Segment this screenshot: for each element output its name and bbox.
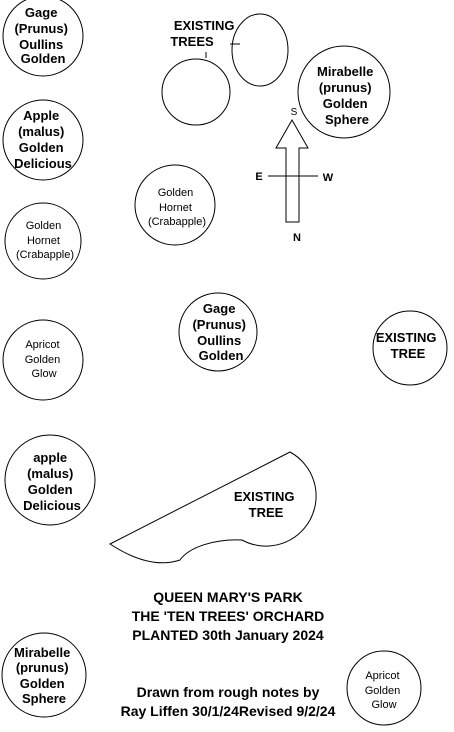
tree-hornet-left: Golden Hornet (Crabapple) [4,202,82,280]
existing-tree-outline [372,310,448,386]
compass-west-label: W [323,172,334,184]
label-line: Golden [19,140,64,155]
existing-tree-outline [231,13,289,87]
label-line: Gage [25,5,58,20]
label-line: Oullins [19,37,63,52]
tree-label: Apricot Golden Glow [25,339,64,380]
tree-label: apple (malus) Golden Delicious [23,450,81,513]
tree-apricot-left: Apricot Golden Glow [2,319,84,401]
label-line: TREES [170,34,214,49]
label-line: Apricot [365,670,399,682]
label-line: Golden [158,187,193,199]
plan-credit: Drawn from rough notes by Ray Liffen 30/… [121,684,336,719]
tree-apple-left: Apple (malus) Golden Delicious [2,99,84,181]
tree-label: Mirabelle (prunus) Golden Sphere [317,64,377,127]
label-line: (Crabapple) [148,216,206,228]
label-line: Golden [21,51,66,66]
existing-tree-right: EXISTING TREE [372,310,448,386]
tree-gage-top-left: Gage (Prunus) Oullins Golden [2,0,84,77]
tree-apple-lower-left: apple (malus) Golden Delicious [4,434,96,526]
label-line: Golden [25,354,60,366]
compass: S E W N [255,107,333,244]
tree-apricot-bottom-right: Apricot Golden Glow [346,650,422,726]
label-line: (malus) [18,124,64,139]
existing-trees-label: EXISTING TREES [170,18,238,49]
tree-outline [297,45,391,139]
tree-outline [4,202,82,280]
label-line: Golden [365,685,400,697]
existing-tree-outline [109,451,317,564]
label-line: Hornet [27,235,60,247]
label-line: Golden [199,348,244,363]
label-line: EXISTING [234,489,295,504]
label-line: Mirabelle [14,645,70,660]
label-line: (Prunus) [192,317,245,332]
tree-outline [2,319,84,401]
tree-label: Gage (Prunus) Oullins Golden [192,301,249,363]
label-line: apple [33,450,67,465]
tree-outline [178,292,258,372]
label-line: (malus) [27,466,73,481]
label-line: TREE [249,505,284,520]
label-line: Hornet [159,202,192,214]
tree-outline [2,0,84,77]
tree-outline [2,99,84,181]
label-line: Golden [26,220,61,232]
label-line: Apple [23,108,59,123]
existing-trees-top: EXISTING TREES [161,13,289,126]
existing-tree-label: EXISTING TREE [376,330,440,361]
tree-outline [134,164,216,246]
label-line: EXISTING [376,330,437,345]
label-line: EXISTING [174,18,235,33]
tree-mirabelle-bottom-left: Mirabelle (prunus) Golden Sphere [1,632,87,718]
credit-line: Ray Liffen 30/1/24Revised 9/2/24 [121,703,336,719]
credit-line: Drawn from rough notes by [137,684,320,700]
label-line: Mirabelle [317,64,373,79]
label-line: Golden [323,96,368,111]
tree-hornet-center: Golden Hornet (Crabapple) [134,164,216,246]
existing-tree-half-moon: EXISTING TREE [109,451,317,564]
label-line: Golden [20,676,65,691]
label-line: TREE [391,346,426,361]
existing-tree-outline [161,58,231,126]
tree-outline [346,650,422,726]
compass-east-label: E [255,171,262,183]
label-line: Apricot [25,339,59,351]
tree-outline [4,434,96,526]
compass-north-label: N [293,232,301,244]
tree-outline [1,632,87,718]
label-line: Delicious [23,498,81,513]
tree-label: Apple (malus) Golden Delicious [14,108,72,171]
label-line: (prunus) [319,80,372,95]
title-line: QUEEN MARY'S PARK [153,589,303,605]
label-line: Oullins [197,333,241,348]
tree-label: Gage (Prunus) Oullins Golden [14,5,71,66]
compass-arrow [275,118,309,223]
tree-label: Apricot Golden Glow [365,670,404,711]
label-line: Delicious [14,156,72,171]
label-line: (prunus) [16,660,69,675]
title-line: PLANTED 30th January 2024 [132,627,324,643]
label-line: Gage [203,301,236,316]
label-line: Golden [28,482,73,497]
compass-south-label: S [291,107,298,118]
label-line: (Crabapple) [16,249,74,261]
label-line: Glow [371,699,396,711]
plan-title: QUEEN MARY'S PARK THE 'TEN TREES' ORCHAR… [132,589,325,643]
label-line: Sphere [22,691,66,706]
label-line: (Prunus) [14,21,67,36]
label-line: Glow [31,368,56,380]
tree-label: Mirabelle (prunus) Golden Sphere [14,645,74,706]
existing-tree-label: EXISTING TREE [234,489,298,520]
label-line: Sphere [325,112,369,127]
tree-label: Golden Hornet (Crabapple) [16,220,74,261]
title-line: THE 'TEN TREES' ORCHARD [132,608,325,624]
tree-mirabelle-top-right: Mirabelle (prunus) Golden Sphere [297,45,391,139]
tree-label: Golden Hornet (Crabapple) [148,187,206,228]
tree-gage-center: Gage (Prunus) Oullins Golden [178,292,258,372]
